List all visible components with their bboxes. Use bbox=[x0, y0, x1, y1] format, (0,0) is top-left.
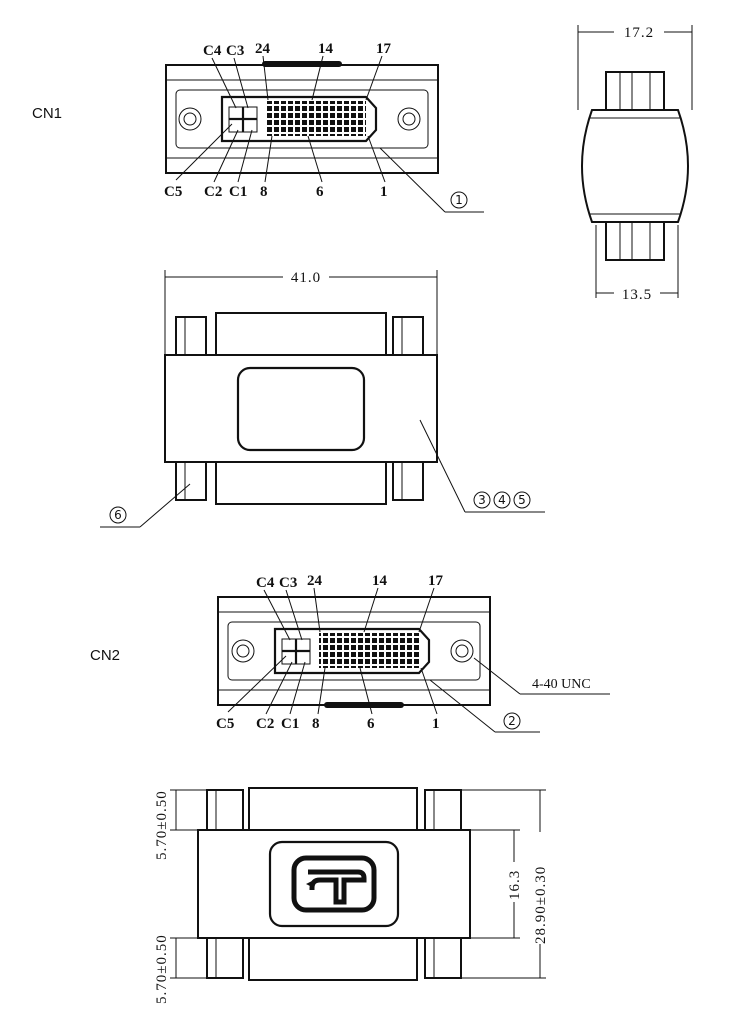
cn1-pin-label-1: 1 bbox=[380, 184, 388, 200]
cn1-pin-label-8: 8 bbox=[260, 184, 268, 200]
cn1-label: CN1 bbox=[32, 105, 62, 122]
top-callout-5: 5 bbox=[518, 493, 526, 507]
cn1-pin-label-c3: C3 bbox=[226, 43, 244, 59]
body-height-dimension: 16.3 bbox=[507, 870, 523, 900]
side-bottom-plug bbox=[605, 219, 665, 261]
cn2-pin-label-c5: C5 bbox=[216, 716, 234, 732]
side-body bbox=[581, 109, 689, 223]
top-label-recess bbox=[236, 366, 366, 452]
top-back-shell bbox=[215, 312, 387, 356]
top-right-screw-lower bbox=[392, 459, 424, 501]
top-callout-6: 6 bbox=[114, 508, 122, 522]
brand-logo bbox=[291, 855, 377, 913]
lower-plug-depth-dimension: 5.70±0.50 bbox=[154, 934, 170, 1004]
side-top-plug bbox=[605, 71, 665, 113]
cn1-dvi-receptacle bbox=[220, 95, 378, 143]
cn1-right-screw bbox=[397, 107, 421, 131]
bottom-right-screw-lower bbox=[424, 937, 462, 979]
cn2-left-screw bbox=[231, 639, 255, 663]
cn1-pin-label-c1: C1 bbox=[229, 184, 247, 200]
cn1-top-latch bbox=[262, 61, 342, 67]
side-width-dimension: 17.2 bbox=[624, 25, 654, 41]
cn1-pin-label-6: 6 bbox=[316, 184, 324, 200]
bottom-left-screw-upper bbox=[206, 789, 244, 831]
cn1-pin-label-24: 24 bbox=[255, 41, 271, 57]
cn2-pin-label-24: 24 bbox=[307, 573, 323, 589]
bottom-left-screw-lower bbox=[206, 937, 244, 979]
cn2-thread-spec: 4-40 UNC bbox=[532, 677, 591, 692]
cn2-pin-label-c1: C1 bbox=[281, 716, 299, 732]
cn2-callout-number: 2 bbox=[508, 714, 516, 728]
cn1-pin-label-c5: C5 bbox=[164, 184, 182, 200]
cn2-pin-label-c4: C4 bbox=[256, 575, 275, 591]
cn2-dvi-receptacle bbox=[273, 627, 431, 675]
cn1-left-screw bbox=[178, 107, 202, 131]
cn1-digital-pin-grid bbox=[266, 101, 366, 136]
bottom-back-shell bbox=[248, 787, 418, 831]
cn2-pin-label-14: 14 bbox=[372, 573, 388, 589]
cn2-callout-circle bbox=[503, 712, 521, 730]
cn2-right-screw bbox=[450, 639, 474, 663]
cn2-pin-label-8: 8 bbox=[312, 716, 320, 732]
cn1-front-view: CN1 1 C4 C3 24 14 17 C5 bbox=[32, 41, 484, 213]
cn1-callout-circle bbox=[450, 191, 468, 209]
bottom-view: 5.70±0.50 5.70±0.50 16.3 28.90±0.30 bbox=[154, 787, 549, 1004]
cn2-pin-label-1: 1 bbox=[432, 716, 440, 732]
cn1-pin-label-c4: C4 bbox=[203, 43, 222, 59]
bottom-right-screw-upper bbox=[424, 789, 462, 831]
top-body bbox=[164, 354, 438, 463]
cn1-callout-number: 1 bbox=[455, 193, 463, 207]
top-view: 41.0 3 4 5 6 bbox=[100, 266, 545, 528]
top-left-screw-upper bbox=[175, 316, 207, 358]
cn1-pin-label-c2: C2 bbox=[204, 184, 222, 200]
top-right-screw-upper bbox=[392, 316, 424, 358]
cn2-faceplate bbox=[227, 621, 481, 681]
bottom-logo-recess bbox=[268, 840, 400, 928]
side-view: 17.2 13.5 bbox=[577, 22, 693, 303]
cn2-label: CN2 bbox=[90, 647, 120, 664]
top-callout-4: 4 bbox=[498, 493, 506, 507]
overall-length-dimension: 41.0 bbox=[291, 270, 321, 286]
side-plug-width-dimension: 13.5 bbox=[622, 287, 652, 303]
cn2-pin-label-17: 17 bbox=[428, 573, 444, 589]
cn2-pin-label-c2: C2 bbox=[256, 716, 274, 732]
cn2-digital-pin-grid bbox=[319, 633, 419, 668]
cn2-pin-label-6: 6 bbox=[367, 716, 375, 732]
cn1-pin-label-17: 17 bbox=[376, 41, 392, 57]
top-front-shell bbox=[215, 461, 387, 505]
cn1-faceplate bbox=[175, 89, 429, 149]
cn2-front-view: CN2 2 4-40 UNC C4 C3 24 14 bbox=[90, 573, 610, 733]
top-left-screw-lower bbox=[175, 459, 207, 501]
upper-plug-depth-dimension: 5.70±0.50 bbox=[154, 790, 170, 860]
overall-height-dimension: 28.90±0.30 bbox=[533, 866, 549, 944]
cn2-pin-label-c3: C3 bbox=[279, 575, 297, 591]
bottom-front-shell bbox=[248, 937, 418, 981]
top-callout-3: 3 bbox=[478, 493, 486, 507]
cn1-pin-label-14: 14 bbox=[318, 41, 334, 57]
cn2-bottom-latch bbox=[324, 702, 404, 708]
